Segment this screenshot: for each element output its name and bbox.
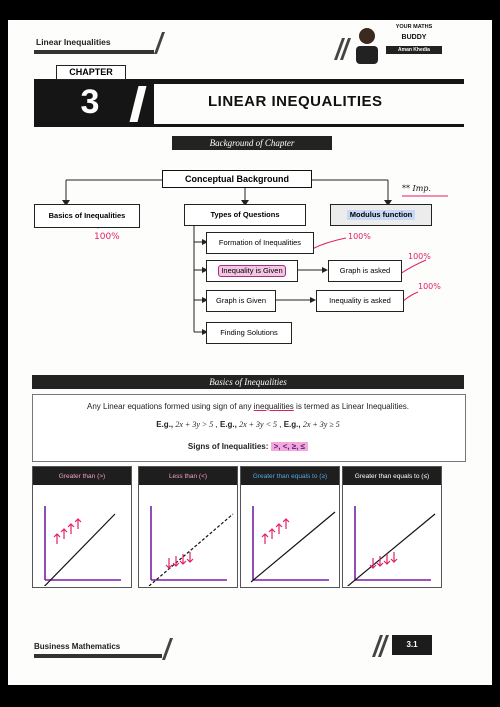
example-label: E.g.,	[156, 420, 174, 429]
type-label: Formation of Inequalities	[218, 238, 302, 248]
brand-logo: YOUR MATHS BUDDY Aman Khedia	[352, 22, 444, 66]
boundary-line	[250, 511, 336, 583]
region-arrow	[186, 552, 194, 563]
definition-post: is termed as Linear Inequalities.	[293, 402, 409, 411]
signs-row: Signs of Inequalities: >, <, ≥, ≤	[32, 442, 464, 451]
definition-word: inequalities	[253, 402, 294, 411]
boundary-line	[148, 513, 234, 586]
output-label: Inequality is asked	[329, 296, 391, 306]
region-arrow	[53, 533, 61, 544]
handwritten-note: 100%	[418, 282, 441, 291]
region-arrow	[67, 523, 75, 534]
brand-name-band	[386, 46, 442, 54]
signs-values: >, <, ≥, ≤	[270, 442, 309, 451]
region-arrow	[390, 552, 398, 563]
graph-panel: Greater than equals to (≤)	[342, 466, 442, 588]
graph-title: Greater than (>)	[33, 467, 131, 485]
region-arrow	[261, 533, 269, 544]
page: Linear Inequalities YOUR MATHS BUDDY Ama…	[8, 20, 492, 685]
footer-slash	[161, 638, 174, 660]
example-expr: 2x + 3y ≥ 5	[302, 420, 340, 429]
region-arrow	[179, 554, 187, 565]
types-label: Types of Questions	[210, 210, 280, 220]
definition-text: Any Linear equations formed using sign o…	[32, 402, 464, 411]
example-expr: 2x + 3y > 5	[175, 420, 214, 429]
basics-section-bar: Basics of Inequalities	[32, 375, 464, 389]
handwritten-note: 100%	[94, 232, 120, 242]
basics-label: Basics of Inequalities	[48, 211, 126, 221]
output-label: Graph is asked	[339, 266, 391, 276]
footer-title: Business Mathematics	[34, 642, 121, 651]
type-label: Inequality is Given	[218, 265, 286, 277]
basics-box: Basics of Inequalities	[34, 204, 140, 228]
examples-row: E.g., 2x + 3y > 5 , E.g., 2x + 3y < 5 , …	[156, 420, 340, 429]
root-box: Conceptual Background	[162, 170, 312, 188]
brand-line2: BUDDY	[401, 34, 427, 41]
modulus-box: Modulus function	[330, 204, 432, 226]
brand-name: Aman Khedia	[398, 47, 430, 53]
boundary-line	[346, 513, 436, 586]
region-arrow	[74, 518, 82, 529]
region-arrow	[275, 523, 283, 534]
region-arrow	[369, 558, 377, 569]
header-title: Linear Inequalities	[36, 37, 111, 47]
types-box: Types of Questions	[184, 204, 306, 226]
graph-title: Greater than equals to (≥)	[241, 467, 339, 485]
handwritten-note: 100%	[348, 232, 371, 241]
region-arrow	[383, 554, 391, 565]
region-arrow	[268, 528, 276, 539]
type-box: Inequality is Given	[206, 260, 298, 282]
definition-panel	[32, 394, 466, 462]
handwritten-note: 100%	[408, 252, 431, 261]
graph-plot	[250, 506, 336, 583]
type-box: Formation of Inequalities	[206, 232, 314, 254]
boundary-line	[43, 513, 116, 586]
type-box: Graph is Given	[206, 290, 276, 312]
chapter-title-panel	[154, 84, 464, 124]
footer-rule	[34, 654, 162, 658]
graph-panel: Greater than equals to (≥)	[240, 466, 340, 588]
graph-title: Greater than equals to (≤)	[343, 467, 441, 485]
example-label: E.g.,	[219, 420, 237, 429]
output-box: Graph is asked	[328, 260, 402, 282]
output-box: Inequality is asked	[316, 290, 404, 312]
example-label: E.g.,	[283, 420, 301, 429]
definition-pre: Any Linear equations formed using sign o…	[87, 402, 254, 411]
graph-panel: Less than (<)	[138, 466, 238, 588]
region-arrow	[376, 556, 384, 567]
type-label: Finding Solutions	[220, 328, 278, 338]
handwritten-imp-note: ** Imp.	[402, 184, 431, 193]
brand-line1: YOUR MATHS	[395, 24, 433, 30]
root-label: Conceptual Background	[184, 173, 289, 184]
type-label: Graph is Given	[215, 296, 267, 306]
example-expr: 2x + 3y < 5	[239, 420, 278, 429]
graph-plot	[43, 506, 121, 586]
graph-plot	[346, 506, 436, 586]
region-arrow	[165, 558, 173, 569]
graph-panel: Greater than (>)	[32, 466, 132, 588]
signs-label: Signs of Inequalities:	[187, 442, 269, 451]
background-section-bar: Background of Chapter	[172, 136, 332, 150]
brand-portrait-icon	[356, 28, 378, 64]
chapter-number: 3	[80, 83, 100, 121]
graph-plot	[148, 506, 234, 586]
modulus-label: Modulus function	[346, 210, 416, 220]
region-arrow	[172, 556, 180, 567]
page-number: 3.1	[392, 635, 432, 655]
header-rule	[34, 50, 154, 54]
chapter-label: CHAPTER	[56, 65, 126, 80]
type-box: Finding Solutions	[206, 322, 292, 344]
graph-title: Less than (<)	[139, 467, 237, 485]
region-arrow	[60, 528, 68, 539]
chapter-title: LINEAR INEQUALITIES	[208, 93, 383, 110]
region-arrow	[282, 518, 290, 529]
